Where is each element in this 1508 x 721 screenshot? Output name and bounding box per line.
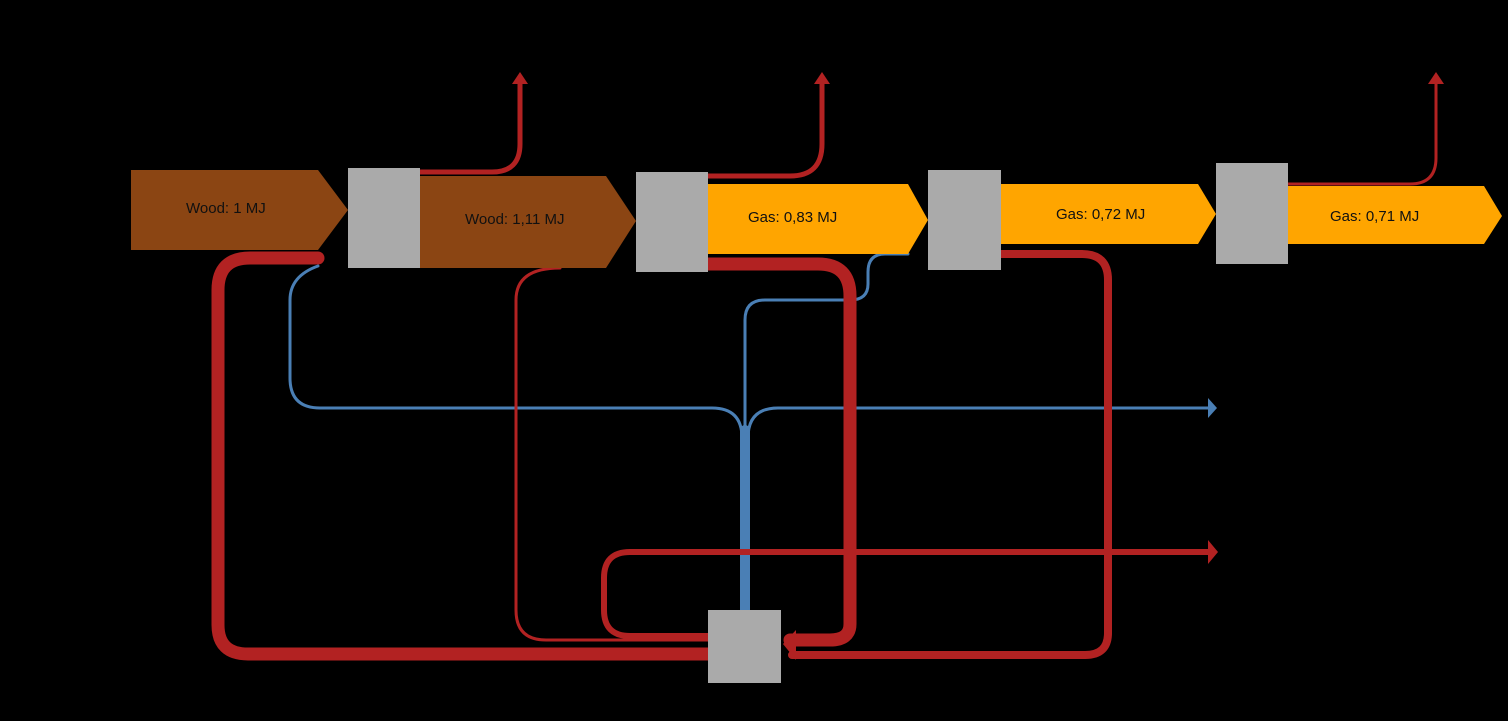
electricity-flow-from-stage3 <box>743 252 910 614</box>
electricity-output-arrowhead <box>1208 398 1217 418</box>
heat-loss-stack-3 <box>1286 80 1438 186</box>
wood-dried-arrow <box>420 176 636 268</box>
heat-loop-reformer <box>788 250 1112 659</box>
heat-loss-stack-1 <box>417 79 523 175</box>
gas-stage3-arrow <box>1288 186 1502 244</box>
process-box-gasifier <box>636 172 708 272</box>
wood-dried-label: Wood: 1,11 MJ <box>465 211 565 228</box>
gas-stage1-arrow <box>708 184 928 254</box>
process-box-conditioning <box>1216 163 1288 264</box>
stack-1-arrowhead <box>512 72 528 84</box>
electricity-flow-from-stage1 <box>288 264 744 614</box>
heat-flow-from-dryer <box>514 266 710 642</box>
wood-input-arrow <box>131 170 348 250</box>
heat-output-arrowhead <box>1208 540 1218 564</box>
heat-loop-gasifier <box>701 257 857 647</box>
heat-loss-stack-2 <box>705 79 825 179</box>
gas-stage2-arrow <box>1001 184 1216 244</box>
gas-stage3-label: Gas: 0,71 MJ <box>1330 208 1420 225</box>
heat-output-flow <box>601 549 1211 639</box>
stack-3-arrowhead <box>1428 72 1444 84</box>
stack-2-arrowhead <box>814 72 830 84</box>
heat-return-arrowhead <box>783 630 796 660</box>
wood-input-label: Wood: 1 MJ <box>186 200 266 217</box>
electricity-output-flow <box>746 406 1210 440</box>
process-box-dryer <box>348 168 420 268</box>
gas-stage1-label: Gas: 0,83 MJ <box>748 209 838 226</box>
process-box-cleaning <box>928 170 1001 270</box>
gas-stage2-label: Gas: 0,72 MJ <box>1056 206 1146 223</box>
process-box-heat-plant <box>708 610 781 683</box>
heat-loop-left <box>211 251 715 661</box>
